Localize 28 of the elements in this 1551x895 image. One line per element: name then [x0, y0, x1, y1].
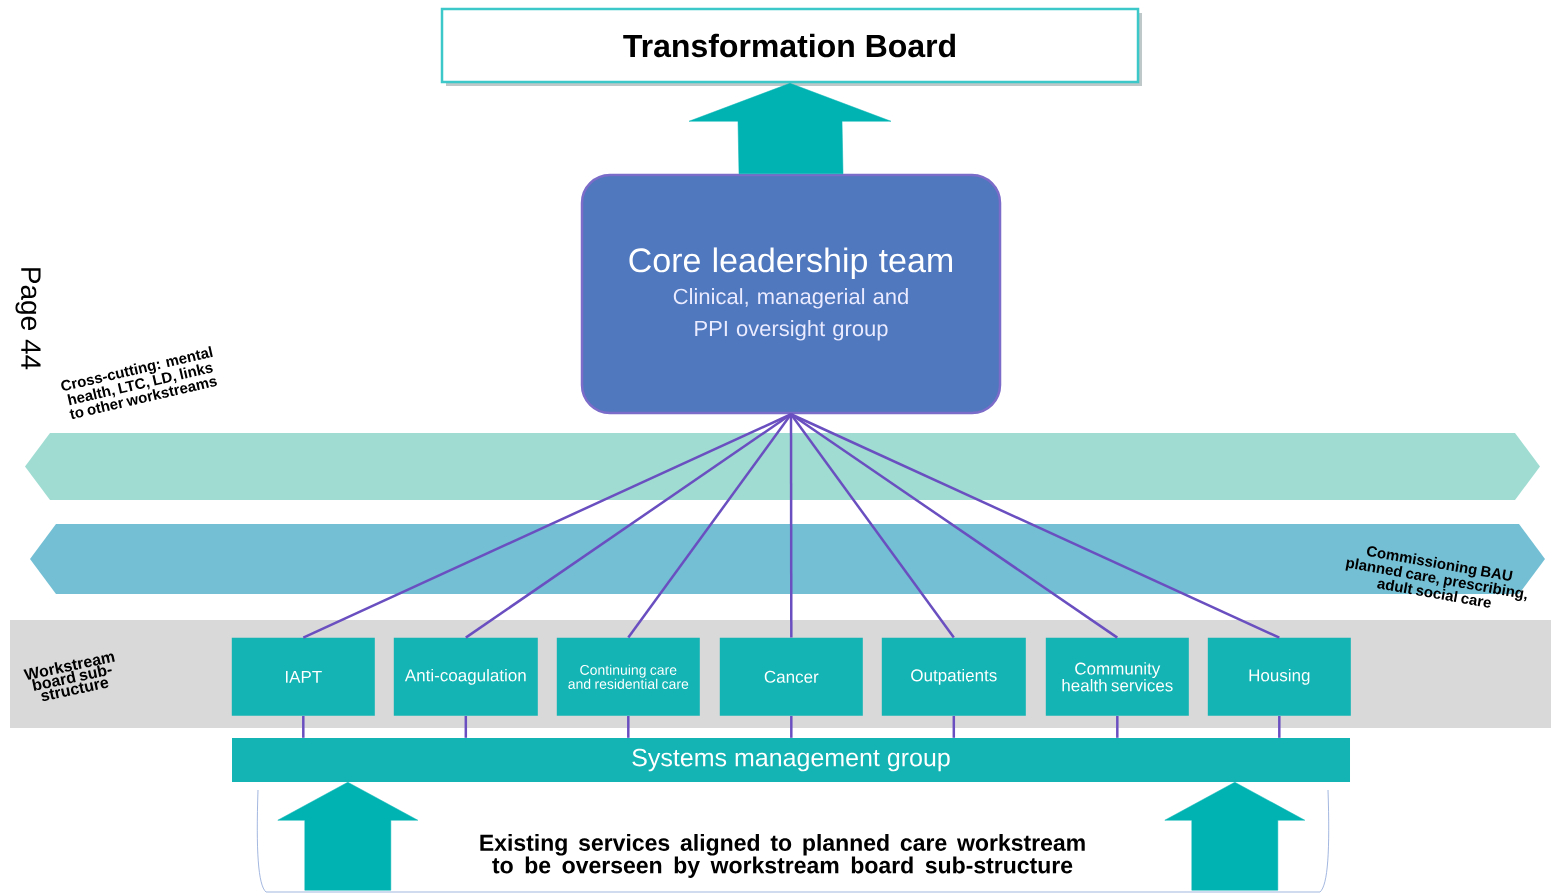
connector-line [1278, 716, 1281, 738]
block-arrow [1164, 781, 1306, 891]
title-box: Transformation Board [440, 7, 1142, 86]
connector-line [789, 414, 793, 638]
connector-line [302, 716, 305, 738]
page-number: Page 44 [15, 268, 41, 370]
block-arrow [688, 83, 892, 174]
workstream-box: IAPT [231, 637, 375, 716]
workstream-box: Cancer [719, 637, 863, 716]
group-bar: Systems management group [232, 738, 1350, 782]
note-text: Existing services aligned to planned care workstream to be overseen by workstream board sub-structure [480, 834, 1085, 878]
connector-line [790, 413, 1280, 639]
workstream-box: Housing [1207, 637, 1351, 716]
connector-line [302, 413, 792, 639]
workstream-box: Continuing care and residential care [556, 637, 700, 716]
workstream-box: Outpatients [881, 637, 1026, 716]
connector-line [464, 716, 468, 738]
workstream-box: Community health services [1045, 637, 1189, 716]
connector-line [952, 716, 956, 738]
band-label: Workstream board sub-structure [23, 653, 115, 701]
workstream-box: Anti-coagulation [393, 637, 538, 716]
connector-line [790, 716, 793, 738]
leadership-box: Core leadership team Clinical, managerial and PPI oversight group [580, 173, 1002, 415]
block-arrow [277, 781, 419, 891]
connector-line [627, 413, 793, 639]
connector-line [1116, 716, 1119, 738]
connector-line [627, 716, 630, 738]
connector-line [790, 413, 955, 639]
